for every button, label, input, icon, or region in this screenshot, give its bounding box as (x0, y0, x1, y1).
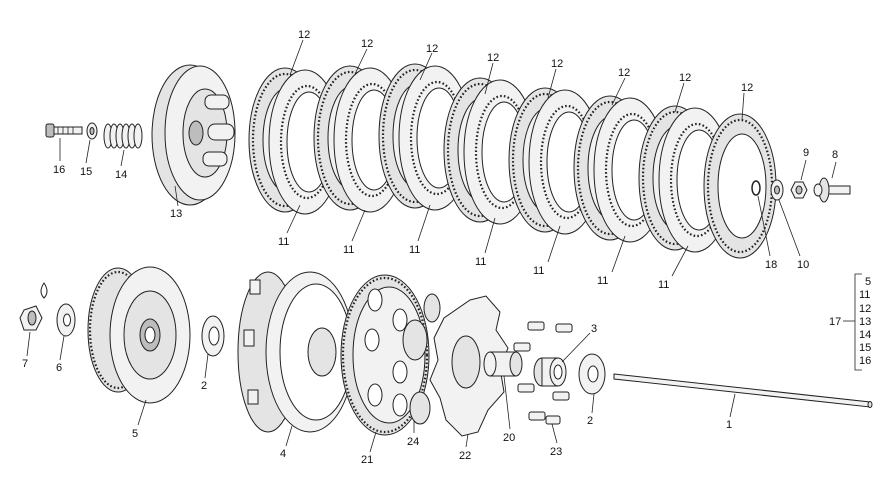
kit-list-item: 16 (859, 355, 871, 367)
part-1-shaft (613, 373, 873, 408)
disc-pack (248, 63, 777, 259)
callout-12-h: 12 (741, 82, 753, 94)
callout-labels: 16 15 14 13 12 12 12 12 12 12 12 12 11 1… (22, 29, 871, 466)
callout-18: 18 (765, 259, 777, 271)
callout-16: 16 (53, 164, 65, 176)
part-2-thrust-washer-right (578, 353, 606, 395)
part-5-inner-hub (87, 266, 191, 404)
callout-11-d: 11 (475, 256, 486, 268)
oil-drop-icon (40, 282, 48, 299)
callout-23: 23 (550, 446, 562, 458)
kit-list-item: 12 (859, 303, 871, 315)
part-10-washer (770, 179, 784, 201)
kit-list-item: 14 (859, 329, 871, 341)
part-8-pushrod (813, 177, 851, 203)
kit-list-item: 11 (859, 289, 870, 301)
callout-12-e: 12 (551, 58, 563, 70)
callout-12-c: 12 (426, 43, 438, 55)
part-13-pressure-plate (151, 64, 236, 206)
callout-12-f: 12 (618, 67, 630, 79)
part-6-washer (56, 303, 76, 337)
part-15-washer (86, 122, 98, 140)
callout-11-f: 11 (597, 275, 608, 287)
callout-24: 24 (407, 436, 419, 448)
callout-7: 7 (22, 358, 28, 370)
callout-20: 20 (503, 432, 515, 444)
callout-11-a: 11 (278, 236, 289, 248)
part-9-nut (790, 181, 808, 199)
kit-list-item: 5 (865, 276, 871, 288)
callout-12-g: 12 (679, 72, 691, 84)
callout-17: 17 (829, 316, 841, 328)
part-20-hub (483, 351, 523, 377)
leader-lines (26, 39, 862, 453)
part-16-screw (45, 123, 83, 138)
callout-3: 3 (591, 323, 597, 335)
callout-4: 4 (280, 448, 286, 460)
callout-2-right: 2 (587, 415, 593, 427)
callout-1: 1 (726, 419, 732, 431)
part-18-circlip (751, 180, 761, 196)
part-3-needle-bearing (533, 357, 567, 387)
part-23-bolts (513, 321, 573, 425)
callout-22: 22 (459, 450, 471, 462)
callout-15: 15 (80, 166, 92, 178)
part-21-primary-gear (340, 274, 430, 436)
callout-11-g: 11 (658, 279, 669, 291)
part-24-dampers (402, 293, 441, 425)
callout-5: 5 (132, 428, 138, 440)
part-4-clutch-basket (237, 271, 355, 433)
part-14-spring (103, 123, 143, 149)
callout-21: 21 (361, 454, 373, 466)
callout-6: 6 (56, 362, 62, 374)
callout-11-c: 11 (409, 244, 420, 256)
part-22-drive-plate (429, 295, 509, 437)
callout-9: 9 (803, 147, 809, 159)
callout-2-left: 2 (201, 380, 207, 392)
part-2-thrust-washer-left (201, 315, 225, 357)
callout-8: 8 (832, 149, 838, 161)
callout-12-a: 12 (298, 29, 310, 41)
kit-list-item: 15 (859, 342, 871, 354)
callout-12-d: 12 (487, 52, 499, 64)
callout-11-b: 11 (343, 244, 354, 256)
callout-13: 13 (170, 208, 182, 220)
callout-10: 10 (797, 259, 809, 271)
callout-11-e: 11 (533, 265, 544, 277)
callout-14: 14 (115, 169, 127, 181)
kit-list-item: 13 (859, 316, 871, 328)
callout-12-b: 12 (361, 38, 373, 50)
part-7-nut (19, 305, 43, 331)
